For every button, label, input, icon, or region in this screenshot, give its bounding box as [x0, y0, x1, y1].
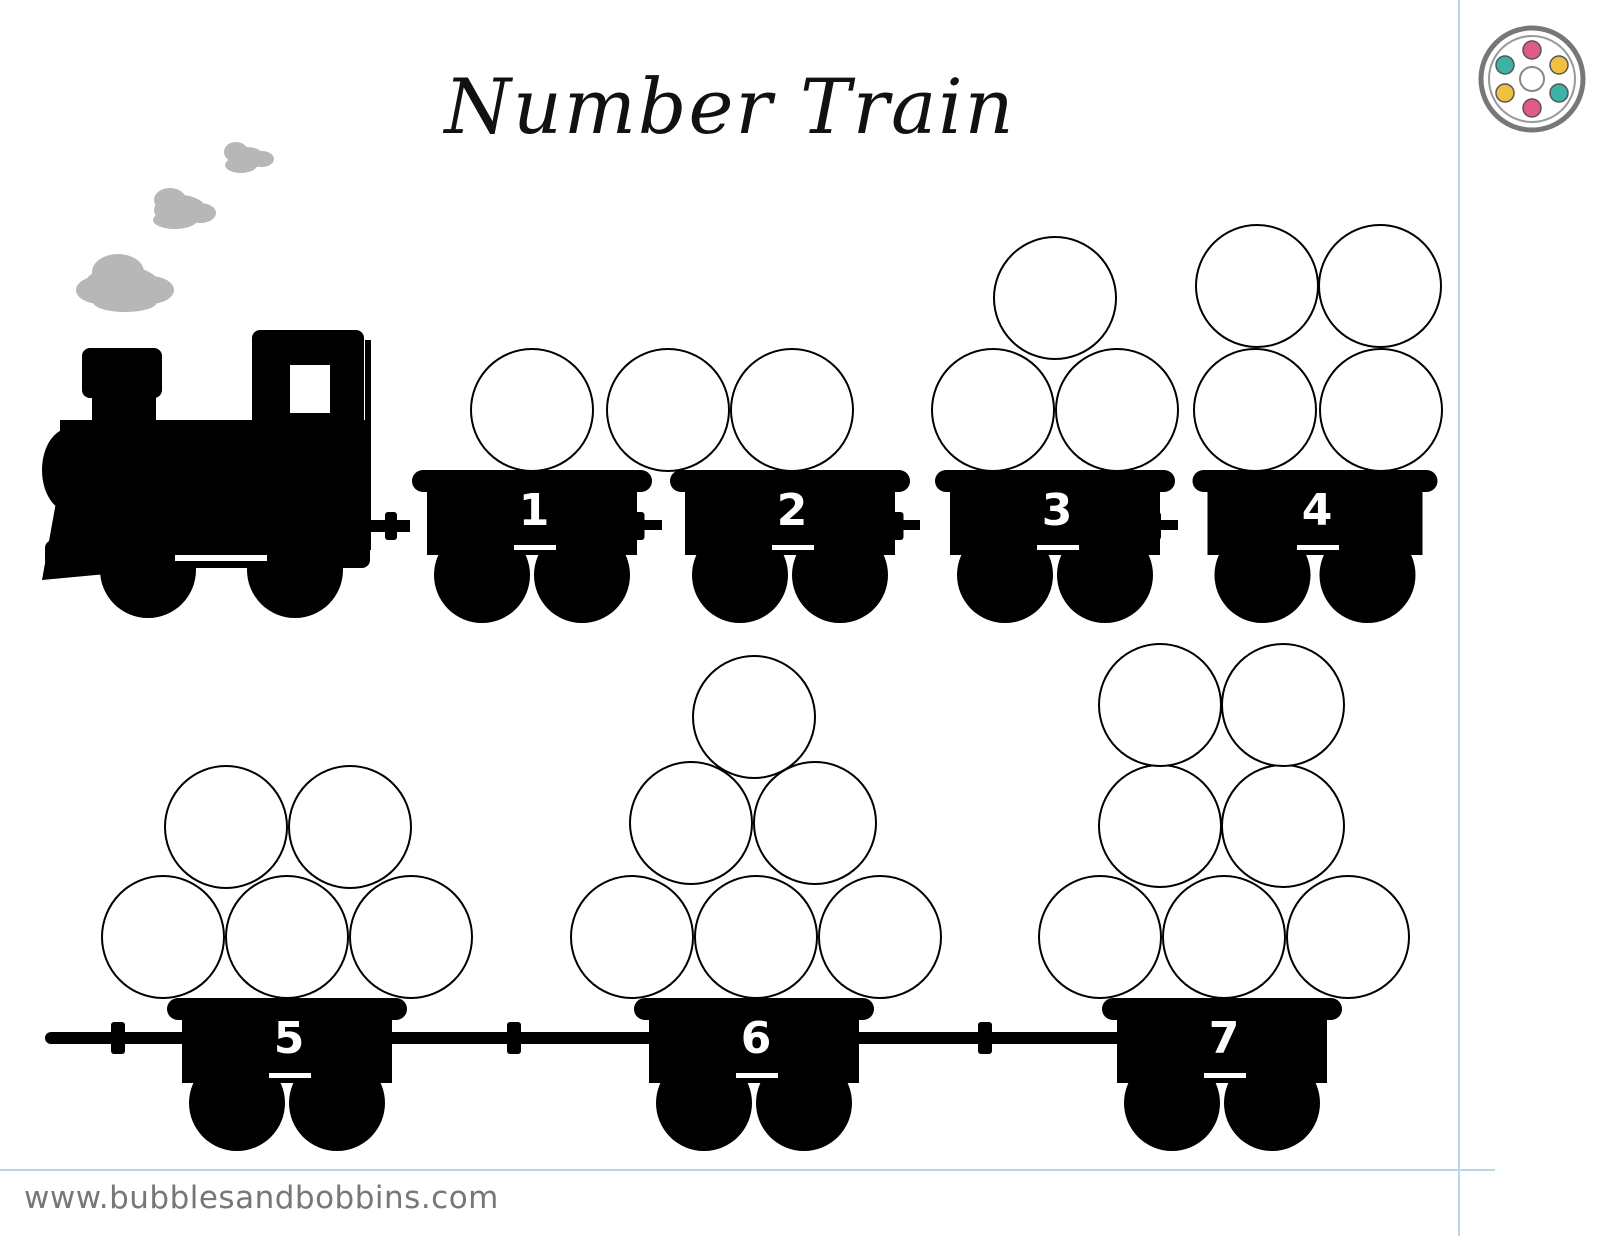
wagon-wheel [1214, 527, 1311, 623]
logo-dot [1495, 83, 1515, 103]
wagon-wheel [1057, 527, 1153, 623]
wagon-6: 6 [570, 655, 942, 1151]
wagon-5: 5 [101, 765, 473, 1151]
counting-circle[interactable] [1098, 643, 1222, 767]
wagon-wheel [957, 527, 1053, 623]
wagon-wheel [434, 527, 530, 623]
wagon-number: 5 [274, 1013, 305, 1064]
wagon-number: 7 [1209, 1013, 1240, 1064]
counting-circle[interactable] [101, 875, 225, 999]
counting-circle[interactable] [818, 875, 942, 999]
rail-pin [111, 1022, 125, 1054]
wagon-wheel [692, 527, 788, 623]
counting-circle[interactable] [1221, 643, 1345, 767]
counting-circle[interactable] [1162, 875, 1286, 999]
number-underline [1297, 545, 1339, 550]
counting-circle[interactable] [1319, 348, 1443, 472]
counting-circle[interactable] [225, 875, 349, 999]
logo-dot [1522, 98, 1542, 118]
counting-circle[interactable] [606, 348, 730, 472]
wagon-wheel [1319, 527, 1416, 623]
counting-circle[interactable] [1286, 875, 1410, 999]
counting-circle[interactable] [288, 765, 412, 889]
counting-circle[interactable] [470, 348, 594, 472]
wagon-wheel [656, 1055, 752, 1151]
number-underline [1204, 1073, 1246, 1078]
locomotive-icon [42, 330, 410, 618]
counting-circle[interactable] [730, 348, 854, 472]
counting-circle[interactable] [993, 236, 1117, 360]
counting-circle[interactable] [1221, 764, 1345, 888]
wagon-number: 6 [741, 1013, 772, 1064]
counting-circle[interactable] [629, 761, 753, 885]
wagon-wheel [756, 1055, 852, 1151]
wagon-wheel [1224, 1055, 1320, 1151]
counting-circle[interactable] [1195, 224, 1319, 348]
number-underline [514, 545, 556, 550]
counting-circle[interactable] [164, 765, 288, 889]
rail-pin [507, 1022, 521, 1054]
rail-pin [978, 1022, 992, 1054]
logo-dot [1549, 55, 1569, 75]
counting-circle[interactable] [1055, 348, 1179, 472]
counting-circle[interactable] [1318, 224, 1442, 348]
wagon-wheel [189, 1055, 285, 1151]
logo-dot [1522, 40, 1542, 60]
wagon-4: 4 [1192, 224, 1443, 623]
counting-circle[interactable] [349, 875, 473, 999]
wagon-3: 3 [931, 236, 1179, 623]
website-footer-link[interactable]: www.bubblesandbobbins.com [24, 1180, 499, 1216]
counting-circle[interactable] [570, 875, 694, 999]
number-underline [772, 545, 814, 550]
counting-circle[interactable] [1098, 764, 1222, 888]
wagon-wheel [792, 527, 888, 623]
wagon-number: 2 [777, 485, 808, 536]
counting-circle[interactable] [1193, 348, 1317, 472]
wagon-wheel [289, 1055, 385, 1151]
counting-circle[interactable] [753, 761, 877, 885]
counting-circle[interactable] [1038, 875, 1162, 999]
wagon-number: 1 [519, 485, 550, 536]
wagon-2: 2 [606, 348, 910, 623]
counting-circle[interactable] [694, 875, 818, 999]
wagons-layer: 1 2 3 4 5 6 7 [101, 224, 1443, 1151]
logo-dot [1549, 83, 1569, 103]
logo-dot [1495, 55, 1515, 75]
number-underline [736, 1073, 778, 1078]
counting-circle[interactable] [931, 348, 1055, 472]
wagon-7: 7 [1038, 643, 1410, 1151]
number-underline [1037, 545, 1079, 550]
wagon-wheel [1124, 1055, 1220, 1151]
counting-circle[interactable] [692, 655, 816, 779]
wagon-wheel [534, 527, 630, 623]
wagon-number: 4 [1302, 485, 1333, 536]
smoke-cloud-icon [76, 142, 274, 312]
wagon-1: 1 [412, 348, 652, 623]
button-logo-icon [1478, 25, 1586, 133]
wagon-number: 3 [1042, 485, 1073, 536]
number-underline [269, 1073, 311, 1078]
worksheet-title: Number Train [444, 62, 1016, 151]
